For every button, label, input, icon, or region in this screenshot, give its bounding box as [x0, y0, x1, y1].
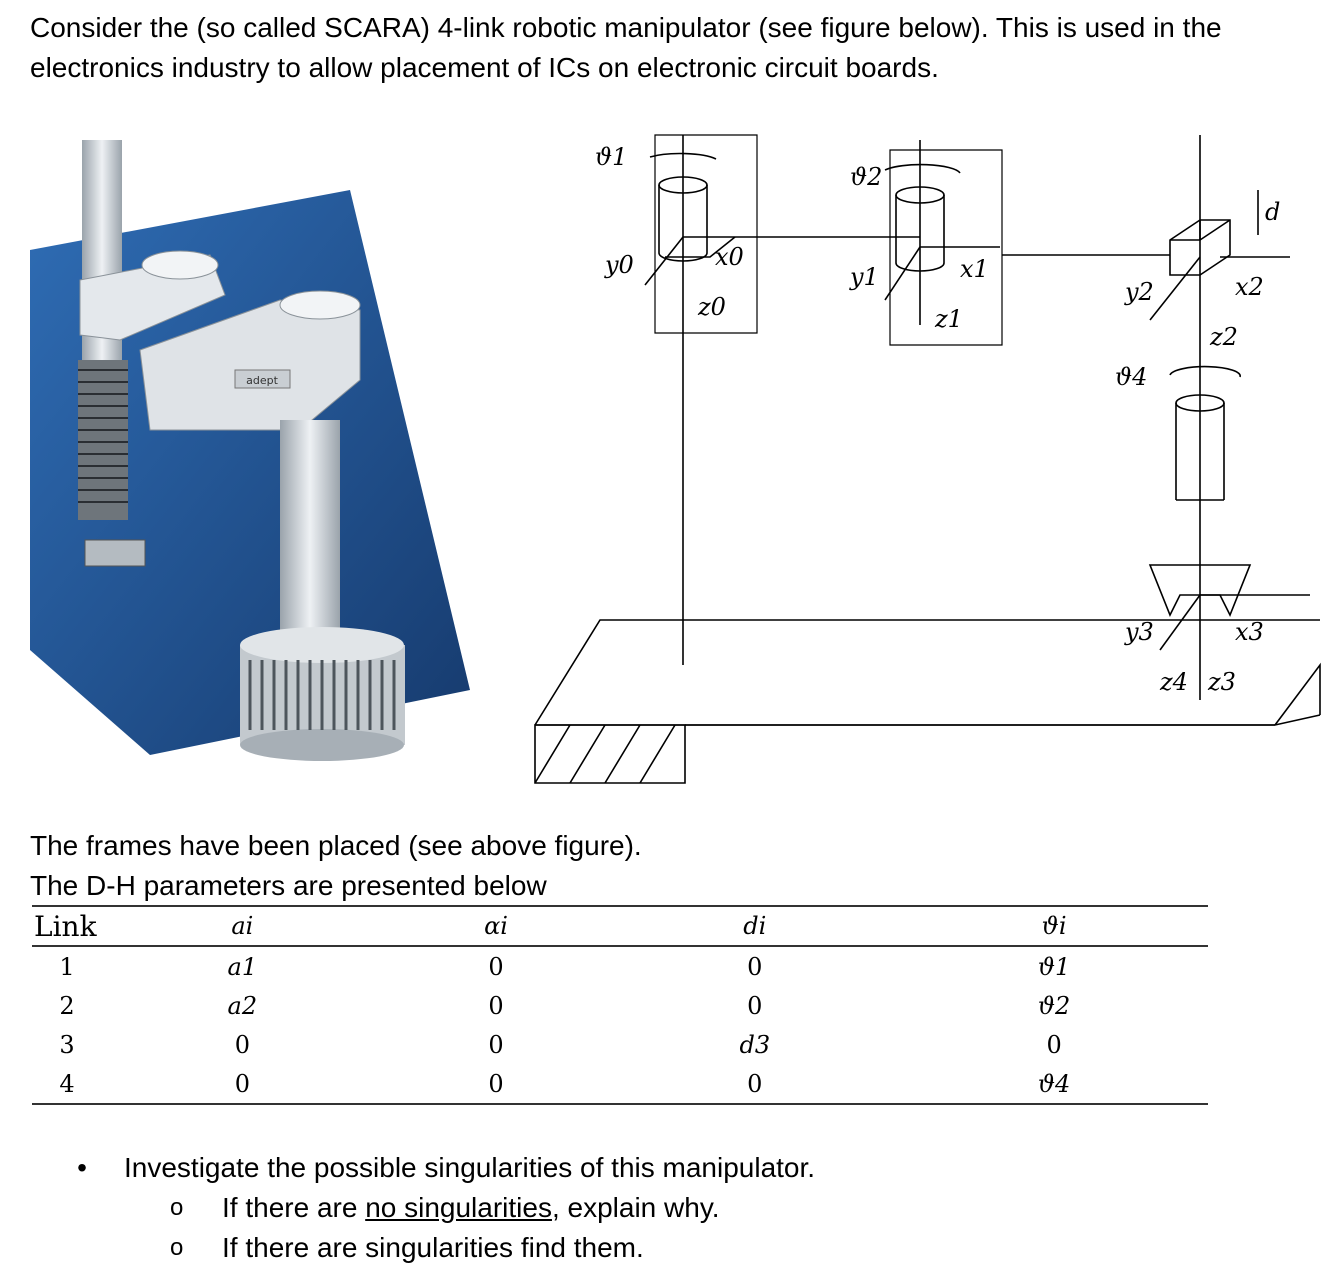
- cell-theta: ϑ1: [1037, 952, 1071, 981]
- cell-a: 0: [102, 1064, 383, 1105]
- frames-paragraph: The frames have been placed (see above f…: [30, 826, 642, 906]
- cell-a: 0: [234, 1030, 250, 1059]
- bullet-marker: •: [77, 1152, 87, 1183]
- cell-theta: ϑ4: [900, 1064, 1208, 1105]
- label-d: d: [1265, 198, 1280, 226]
- base-column: [280, 420, 340, 650]
- header-a: ai: [102, 905, 383, 947]
- label-z4: z4: [1159, 668, 1188, 696]
- table-row: 2 a2 0 0 ϑ2: [32, 986, 1208, 1025]
- label-z0: z0: [697, 293, 726, 321]
- cell-link: 3: [59, 1030, 75, 1059]
- dh-parameter-table: Link ai αi di ϑi 1 a1 0 0 ϑ1 2 a2 0 0 ϑ2…: [32, 905, 1208, 1105]
- sub-bullet-marker: o: [170, 1234, 184, 1261]
- label-y1: y1: [849, 263, 879, 291]
- sub1-suffix: , explain why.: [551, 1192, 720, 1223]
- frames-line: The frames have been placed (see above f…: [30, 830, 642, 861]
- label-y0: y0: [604, 251, 634, 279]
- bellows: [78, 360, 128, 520]
- arm-link-1: [139, 299, 361, 431]
- label-z3: z3: [1207, 668, 1236, 696]
- table-row: 3 0 0 d3 0: [32, 1025, 1208, 1064]
- cell-d: 0: [609, 1064, 901, 1105]
- sub1-prefix: If there are: [222, 1192, 366, 1223]
- dh-intro-line: The D-H parameters are presented below: [30, 870, 547, 901]
- header-alpha: αi: [382, 905, 610, 947]
- cell-d: 0: [747, 991, 763, 1020]
- label-theta4: ϑ4: [1115, 363, 1147, 391]
- cell-alpha: 0: [488, 952, 504, 981]
- cell-theta: 0: [1046, 1030, 1062, 1059]
- label-theta1: ϑ1: [595, 143, 627, 171]
- cell-alpha: 0: [382, 1064, 610, 1105]
- cell-d: d3: [739, 1030, 771, 1059]
- scara-robot-photo: adept: [30, 140, 470, 761]
- question-main: Investigate the possible singularities o…: [124, 1152, 816, 1183]
- cell-link: 1: [59, 952, 75, 981]
- end-effector: [84, 539, 146, 567]
- cell-d: 0: [747, 952, 763, 981]
- label-y3: y3: [1124, 618, 1154, 646]
- label-z2: z2: [1209, 323, 1238, 351]
- table-row: 1 a1 0 0 ϑ1: [32, 946, 1208, 986]
- label-x1: x1: [960, 255, 989, 283]
- label-x3: x3: [1235, 618, 1264, 646]
- header-theta: ϑi: [900, 905, 1208, 947]
- intro-paragraph: Consider the (so called SCARA) 4-link ro…: [30, 12, 1222, 83]
- cell-a: a2: [227, 991, 258, 1020]
- cell-link: 4: [32, 1064, 102, 1105]
- cell-alpha: 0: [488, 991, 504, 1020]
- label-theta2: ϑ2: [850, 163, 882, 191]
- cell-theta: ϑ2: [1037, 991, 1071, 1020]
- kinematic-diagram: ϑ1 y0 x0 z0 ϑ2 y1 x1 z1 d y2 x2 z2 ϑ4 y3…: [534, 134, 1321, 784]
- table-row: 4 0 0 0 ϑ4: [32, 1064, 1208, 1105]
- cell-alpha: 0: [488, 1030, 504, 1059]
- robot-base: [240, 627, 405, 761]
- label-x2: x2: [1235, 273, 1264, 301]
- label-z1: z1: [934, 305, 963, 333]
- cell-link: 2: [59, 991, 75, 1020]
- header-link: Link: [32, 905, 102, 947]
- question-sub-1: If there are no singularities, explain w…: [222, 1188, 720, 1228]
- dh-header-row: Link ai αi di ϑi: [32, 905, 1208, 947]
- sub1-underlined: no singularities: [365, 1192, 552, 1223]
- question-sub-2: If there are singularities find them.: [222, 1232, 644, 1263]
- header-d: di: [609, 905, 901, 947]
- label-y2: y2: [1124, 278, 1154, 306]
- cell-a: a1: [227, 952, 258, 981]
- adept-logo-text: adept: [246, 374, 278, 387]
- base-platform: [534, 619, 1320, 726]
- label-x0: x0: [715, 243, 744, 271]
- sub-bullet-marker: o: [170, 1194, 184, 1221]
